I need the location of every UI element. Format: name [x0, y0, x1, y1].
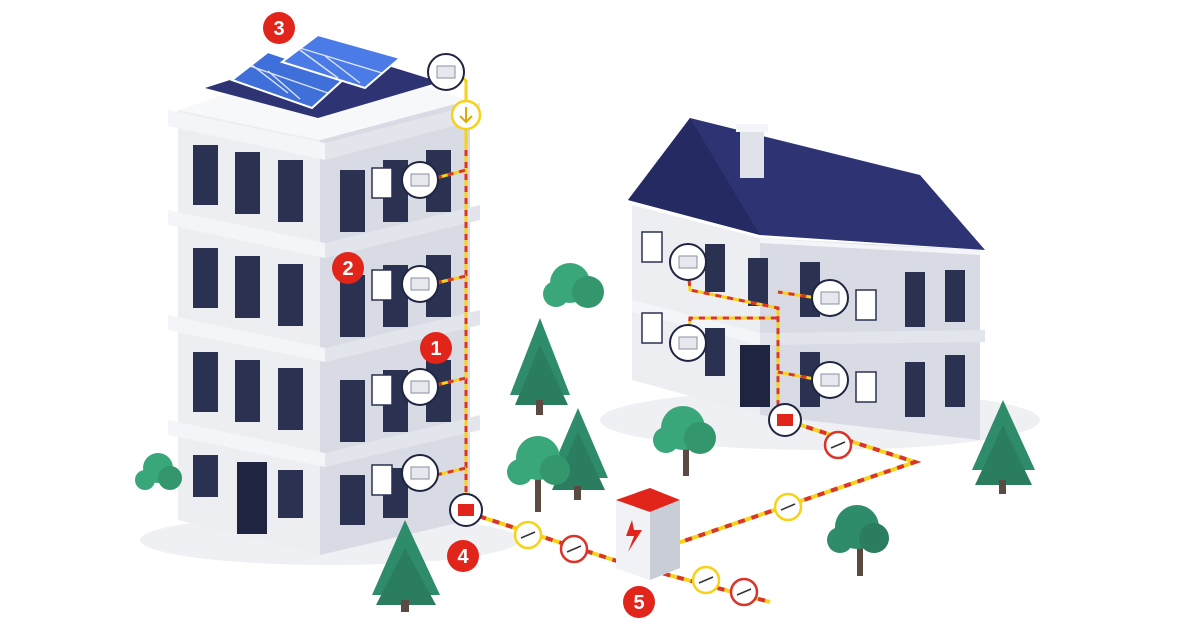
bush: [135, 453, 182, 490]
marker-3: 3: [263, 12, 295, 44]
round-tree: [827, 505, 889, 576]
marker-label: 4: [457, 546, 469, 568]
marker-5: 5: [623, 586, 655, 618]
cable-connector-icon: [513, 430, 853, 607]
trees: [135, 263, 1035, 612]
document-icon: [371, 167, 877, 496]
round-tree: [653, 406, 716, 476]
marker-label: 1: [430, 338, 441, 360]
distribution-box: [616, 488, 680, 580]
solar-panel-icon: [229, 33, 403, 110]
marker-1: 1: [420, 332, 452, 364]
round-tree: [507, 436, 570, 512]
pine-tree: [510, 318, 570, 415]
marker-2: 2: [332, 252, 364, 284]
marker-label: 5: [633, 592, 644, 614]
marker-label: 3: [273, 18, 284, 40]
round-tree: [543, 263, 604, 308]
pine-tree: [372, 520, 440, 612]
marker-4: 4: [447, 540, 479, 572]
down-arrow-icon: [450, 99, 482, 131]
lightning-icon: [449, 403, 802, 527]
pine-tree: [972, 400, 1035, 494]
lightning-icon: [626, 520, 642, 552]
apartment-building: [168, 48, 480, 555]
marker-label: 2: [342, 258, 353, 280]
